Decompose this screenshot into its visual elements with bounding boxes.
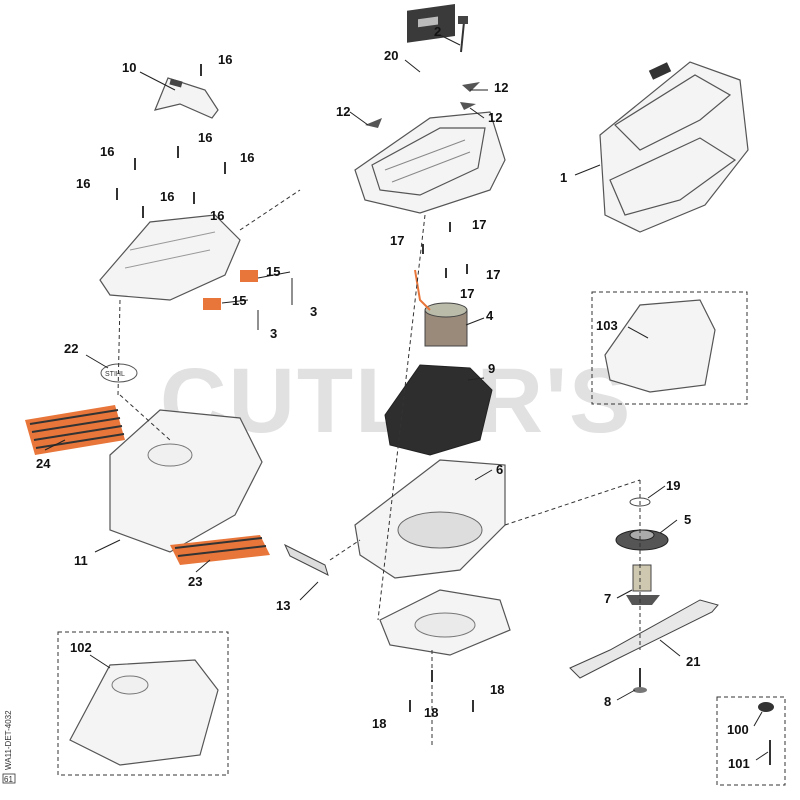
label-11: 11 bbox=[74, 553, 88, 568]
label-6: 6 bbox=[496, 462, 503, 477]
label-17c: 17 bbox=[486, 267, 500, 282]
svg-text:STIHL: STIHL bbox=[105, 371, 125, 378]
label-7: 7 bbox=[604, 591, 611, 606]
part-4-motor bbox=[414, 269, 468, 347]
part-13-handle bbox=[283, 543, 329, 576]
label-16a: 16 bbox=[218, 52, 232, 67]
label-15b: 15 bbox=[232, 293, 246, 308]
label-103: 103 bbox=[596, 318, 618, 333]
part-103-housing bbox=[604, 299, 716, 393]
label-24: 24 bbox=[36, 456, 51, 471]
part-20-plate bbox=[407, 4, 455, 43]
label-12b: 12 bbox=[488, 110, 502, 125]
part-10-bracket bbox=[154, 77, 219, 119]
label-100: 100 bbox=[727, 722, 749, 737]
label-1: 1 bbox=[560, 170, 567, 185]
part-9-motor-housing bbox=[384, 364, 493, 456]
label-23: 23 bbox=[188, 574, 202, 589]
side-code-box-text: 61 bbox=[4, 775, 13, 784]
label-12a: 12 bbox=[494, 80, 508, 95]
frame-100-101 bbox=[716, 696, 786, 786]
leader-lines bbox=[44, 34, 769, 761]
part-1-upper-housing bbox=[599, 61, 749, 233]
label-17d: 17 bbox=[460, 286, 474, 301]
part-100-cap bbox=[758, 702, 774, 712]
label-19: 19 bbox=[666, 478, 680, 493]
label-16g: 16 bbox=[210, 208, 224, 223]
part-12-clips bbox=[365, 82, 480, 128]
assembly-lines bbox=[117, 189, 641, 745]
label-16b: 16 bbox=[198, 130, 212, 145]
label-16d: 16 bbox=[240, 150, 254, 165]
part-23-decal bbox=[170, 535, 270, 565]
label-101: 101 bbox=[728, 756, 750, 771]
part-6-deck bbox=[354, 459, 506, 579]
part-15-switches bbox=[203, 270, 258, 310]
label-21: 21 bbox=[686, 654, 700, 669]
label-5: 5 bbox=[684, 512, 691, 527]
label-10: 10 bbox=[122, 60, 136, 75]
frame-103 bbox=[591, 291, 748, 405]
label-13: 13 bbox=[276, 598, 290, 613]
label-18c: 18 bbox=[424, 705, 438, 720]
part-24-decal bbox=[25, 405, 125, 455]
screws-17 bbox=[422, 222, 468, 278]
label-16f: 16 bbox=[160, 189, 174, 204]
label-15a: 15 bbox=[266, 264, 280, 279]
label-2: 2 bbox=[434, 24, 441, 39]
label-17a: 17 bbox=[472, 217, 486, 232]
part-21-blade bbox=[569, 599, 719, 679]
label-102: 102 bbox=[70, 640, 92, 655]
part-11-cover bbox=[109, 409, 263, 553]
part-labels: 1 2 20 12 12 12 10 16 16 16 16 16 16 16 … bbox=[36, 24, 750, 771]
label-20: 20 bbox=[384, 48, 398, 63]
label-9: 9 bbox=[488, 361, 495, 376]
part-7-adapter bbox=[626, 564, 660, 605]
part-8-bolt bbox=[633, 668, 647, 693]
label-3b: 3 bbox=[270, 326, 277, 341]
label-16c: 16 bbox=[100, 144, 114, 159]
label-4: 4 bbox=[486, 308, 494, 323]
label-18a: 18 bbox=[490, 682, 504, 697]
side-code-box bbox=[2, 773, 16, 784]
label-12c: 12 bbox=[336, 104, 350, 119]
side-code: WA11-DET-4032 bbox=[4, 710, 13, 770]
label-16e: 16 bbox=[76, 176, 90, 191]
lower-plate bbox=[379, 589, 511, 656]
screws-16 bbox=[116, 64, 226, 218]
part-2-pin bbox=[458, 16, 468, 53]
label-8: 8 bbox=[604, 694, 611, 709]
label-17b: 17 bbox=[390, 233, 404, 248]
part-5-fan bbox=[615, 529, 669, 551]
label-22: 22 bbox=[64, 341, 78, 356]
control-housing bbox=[99, 214, 241, 301]
upper-chassis bbox=[354, 111, 506, 214]
label-18b: 18 bbox=[372, 716, 386, 731]
part-102-cover bbox=[69, 659, 219, 766]
screws-18 bbox=[409, 670, 474, 712]
label-3a: 3 bbox=[310, 304, 317, 319]
frame-102 bbox=[57, 631, 229, 776]
